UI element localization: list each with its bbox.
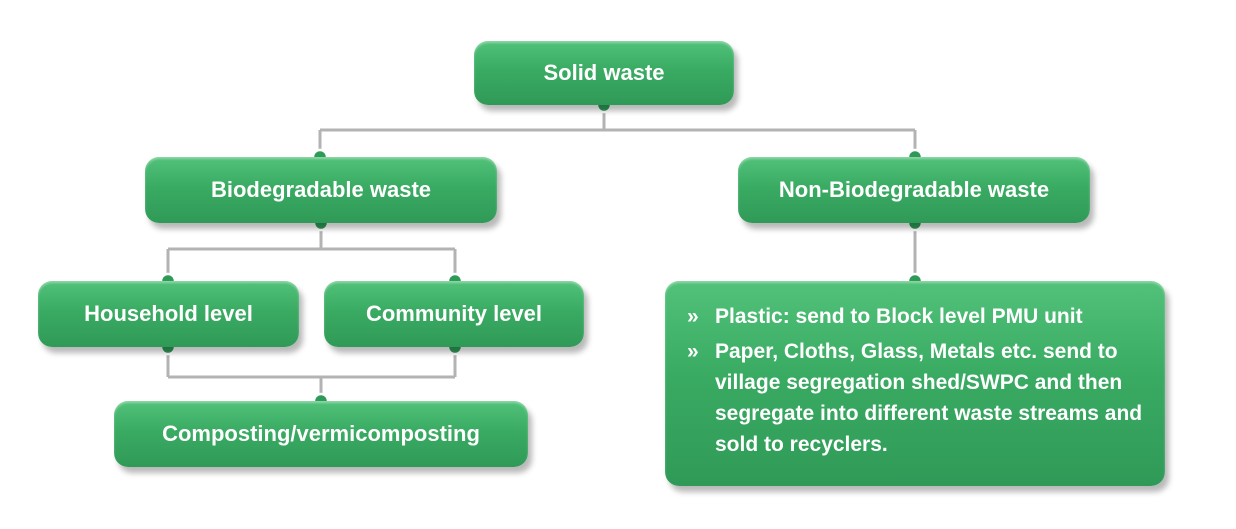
details-item-other-materials: » Paper, Cloths, Glass, Metals etc. send… [687, 336, 1147, 460]
details-item-plastic: » Plastic: send to Block level PMU unit [687, 301, 1147, 332]
node-composting-label: Composting/vermicomposting [162, 421, 480, 446]
node-non-biodegradable-waste-label: Non-Biodegradable waste [778, 177, 1050, 202]
node-biodegradable-waste: Biodegradable waste [145, 157, 497, 223]
details-item-text: Paper, Cloths, Glass, Metals etc. send t… [715, 340, 1143, 456]
details-item-text: Plastic: send to Block level PMU unit [715, 305, 1083, 328]
node-composting: Composting/vermicomposting [114, 401, 528, 467]
node-community-level: Community level [324, 281, 584, 347]
bullet-icon: » [687, 305, 699, 328]
node-non-biodegradable-waste: Non-Biodegradable waste [738, 157, 1090, 223]
node-community-level-label: Community level [365, 301, 543, 326]
node-solid-waste-label: Solid waste [543, 60, 665, 85]
node-household-level: Household level [38, 281, 299, 347]
bullet-icon: » [687, 340, 699, 363]
node-biodegradable-waste-label: Biodegradable waste [210, 177, 432, 202]
node-household-level-label: Household level [84, 301, 253, 326]
non-biodegradable-details-box: » Plastic: send to Block level PMU unit … [665, 281, 1165, 486]
node-solid-waste: Solid waste [474, 41, 734, 105]
